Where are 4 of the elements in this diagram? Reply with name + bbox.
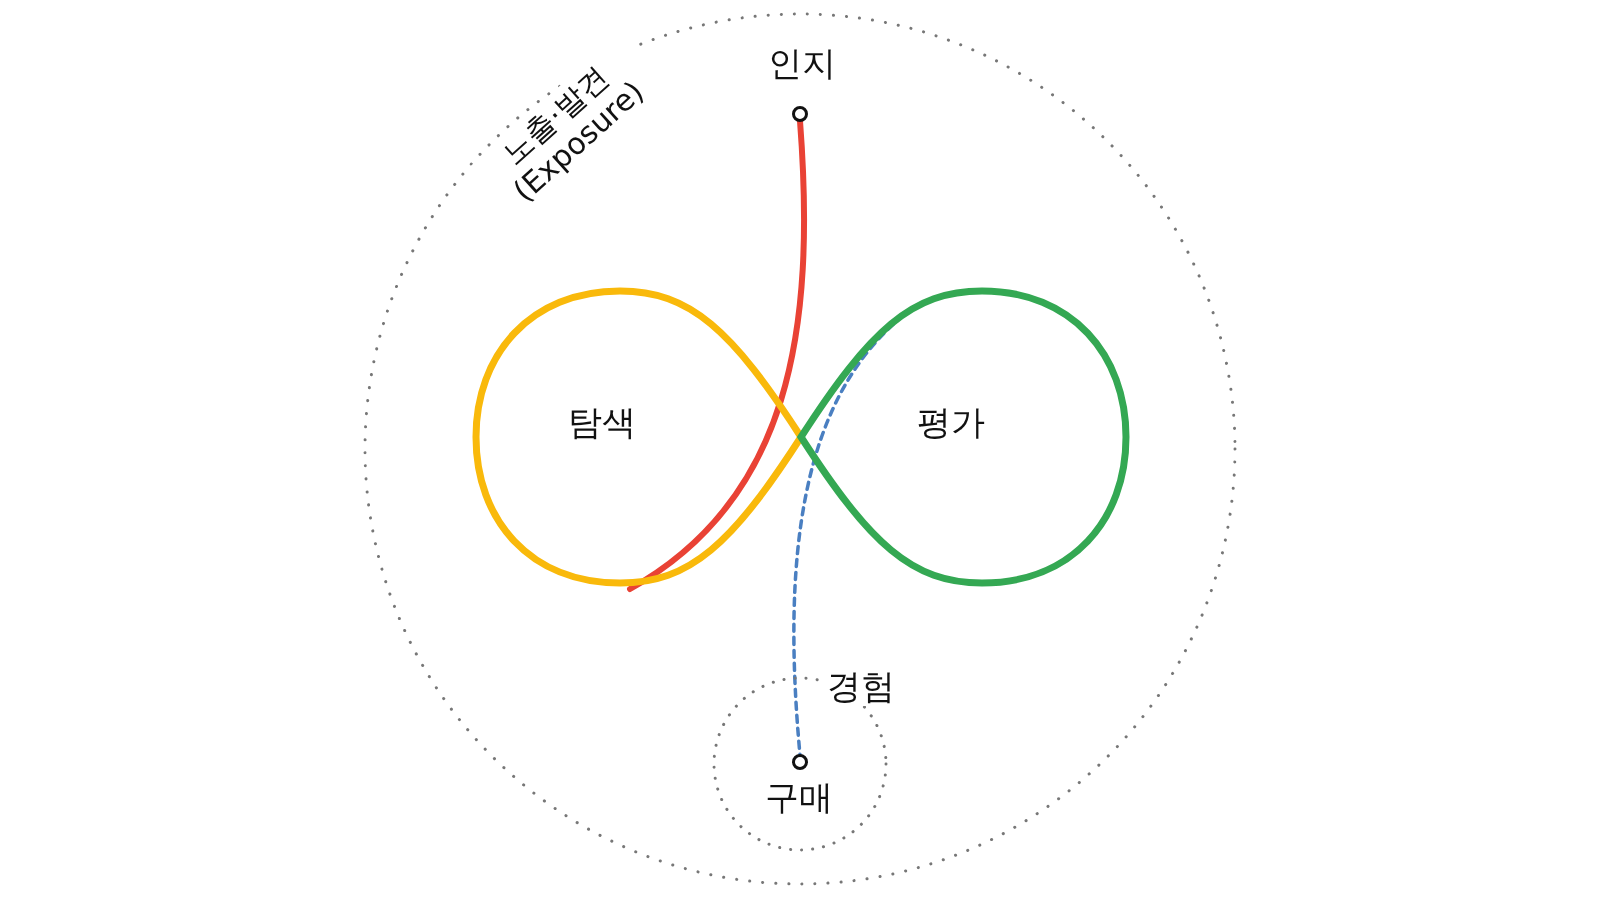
node-label: 평가 <box>917 403 985 443</box>
node-label: 인지 <box>768 44 836 84</box>
node-label: 구매 <box>765 778 833 818</box>
node-label: 탐색 <box>568 403 636 443</box>
